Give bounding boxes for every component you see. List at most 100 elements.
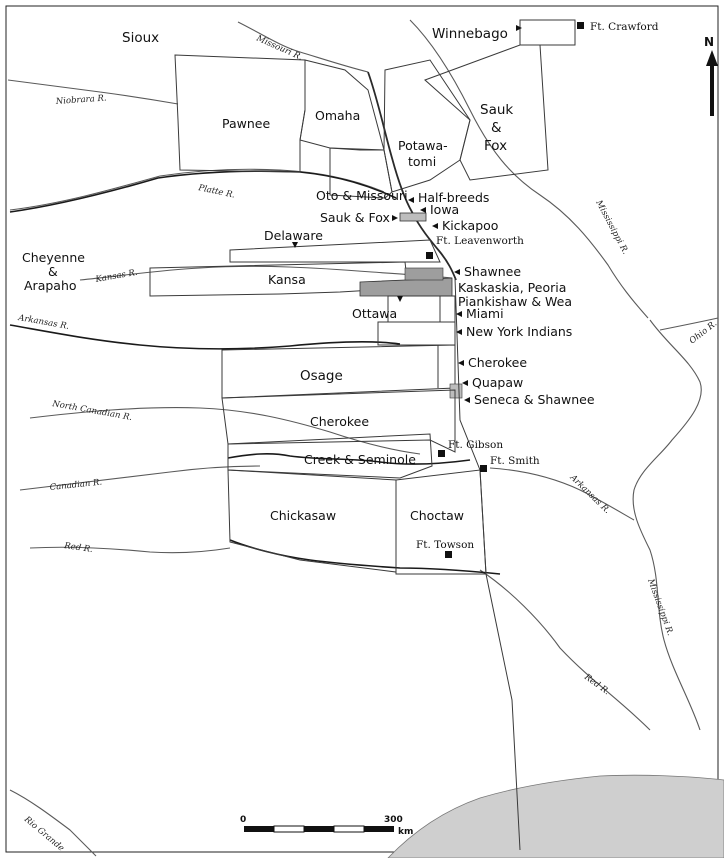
ohio-river bbox=[659, 317, 719, 331]
north-canadian-river bbox=[29, 407, 421, 455]
north-arrow-head bbox=[706, 50, 718, 66]
north-arrow: N bbox=[704, 35, 718, 116]
label-iowa: Iowa bbox=[430, 202, 459, 217]
label-arkansas-west: Arkansas R. bbox=[16, 313, 69, 332]
label-red-river-east: Red R. bbox=[581, 672, 611, 698]
pawnee-territory bbox=[174, 54, 306, 173]
creek-wave bbox=[227, 453, 471, 465]
seneca-pointer bbox=[464, 397, 470, 403]
kansas-river bbox=[79, 265, 453, 281]
missouri-river-main bbox=[367, 71, 457, 281]
label-arkansas-east: Arkansas R. bbox=[567, 472, 612, 516]
scale-segment-2 bbox=[273, 825, 305, 833]
quapaw-strip bbox=[449, 383, 463, 399]
label-cheyenne-3: Arapaho bbox=[24, 278, 77, 293]
label-new-york: New York Indians bbox=[466, 324, 572, 339]
chickasaw-territory bbox=[227, 469, 397, 573]
label-chickasaw: Chickasaw bbox=[270, 508, 336, 523]
niobrara-river bbox=[7, 79, 179, 105]
sauk-fox-strip bbox=[399, 212, 427, 222]
scale-segment-1 bbox=[244, 826, 274, 832]
red-river-west bbox=[29, 546, 231, 554]
label-potawatomi-2: tomi bbox=[408, 154, 436, 169]
label-creek: Creek & Seminole bbox=[304, 452, 416, 467]
fort-leavenworth-marker bbox=[426, 252, 433, 259]
winnebago-pointer bbox=[516, 25, 522, 31]
oto-territory bbox=[329, 147, 393, 199]
label-cheyenne-2: & bbox=[48, 264, 58, 279]
map-frame bbox=[5, 5, 719, 853]
label-piankishaw: Piankishaw & Wea bbox=[458, 294, 572, 309]
scale-segment-3 bbox=[304, 826, 334, 832]
label-canadian-river: Canadian R. bbox=[49, 478, 102, 493]
arkansas-east-river bbox=[489, 467, 635, 521]
omaha-territory bbox=[299, 59, 385, 151]
delaware-territory bbox=[229, 239, 441, 263]
label-rio-grande: Rio Grande bbox=[21, 814, 66, 854]
label-ft-smith: Ft. Smith bbox=[490, 455, 540, 467]
label-winnebago: Winnebago bbox=[432, 26, 508, 42]
new-york-territory bbox=[377, 321, 456, 346]
label-half-breeds: Half-breeds bbox=[418, 190, 489, 205]
ottawa-territory bbox=[387, 295, 456, 323]
label-red-river-west: Red R. bbox=[63, 541, 94, 555]
rio-grande bbox=[9, 789, 97, 857]
label-ft-gibson: Ft. Gibson bbox=[448, 439, 503, 451]
label-cherokee-east: Cherokee bbox=[468, 355, 527, 370]
label-pawnee: Pawnee bbox=[222, 116, 270, 131]
scale-segment-5 bbox=[364, 826, 394, 832]
mississippi-upper bbox=[409, 19, 649, 319]
winnebago-territory bbox=[519, 19, 576, 46]
label-sauk-north-2: & bbox=[491, 120, 502, 136]
delaware-pointer bbox=[292, 242, 298, 248]
ottawa-pointer bbox=[397, 296, 403, 302]
label-miami: Miami bbox=[466, 306, 504, 321]
gulf-water bbox=[387, 774, 724, 858]
fort-crawford-marker bbox=[577, 22, 584, 29]
half-breeds-pointer bbox=[408, 197, 414, 203]
miami-pointer bbox=[456, 311, 462, 317]
shawnee-strip-north bbox=[404, 267, 444, 281]
label-delaware: Delaware bbox=[264, 228, 323, 243]
label-niobrara-river: Niobrara R. bbox=[55, 93, 107, 107]
cherokee-east-pointer bbox=[458, 360, 464, 366]
kansa-territory bbox=[149, 261, 409, 297]
label-ft-crawford: Ft. Crawford bbox=[590, 21, 659, 33]
mississippi-lower bbox=[632, 319, 702, 731]
red-river-east bbox=[479, 569, 651, 731]
scale-unit-label: km bbox=[398, 827, 413, 837]
scale-end-label: 300 bbox=[384, 815, 403, 825]
scale-start-label: 0 bbox=[240, 815, 246, 825]
label-potawatomi-1: Potawa- bbox=[398, 138, 448, 153]
label-choctaw: Choctaw bbox=[410, 508, 464, 523]
label-omaha: Omaha bbox=[315, 108, 360, 123]
label-cheyenne-1: Cheyenne bbox=[22, 250, 85, 265]
label-mississippi-north: Mississippi R. bbox=[593, 198, 630, 256]
potawatomi-territory bbox=[383, 59, 471, 193]
label-sauk-north-1: Sauk bbox=[480, 102, 513, 118]
fort-gibson-marker bbox=[438, 450, 445, 457]
label-ft-leavenworth: Ft. Leavenworth bbox=[436, 235, 524, 247]
arkansas-line bbox=[9, 324, 401, 350]
scale-segment-4 bbox=[333, 825, 365, 833]
label-sauk-fox-south: Sauk & Fox bbox=[320, 210, 390, 225]
new-york-pointer bbox=[456, 329, 462, 335]
scale-bar: 0 300 km bbox=[240, 815, 413, 837]
quapaw-pointer bbox=[462, 380, 468, 386]
label-sauk-north-3: Fox bbox=[484, 138, 507, 154]
platte-line bbox=[9, 170, 397, 213]
missouri-river-upper bbox=[237, 21, 369, 73]
label-oto-missouri: Oto & Missouri bbox=[316, 188, 408, 203]
label-kansas-river: Kansas R. bbox=[94, 268, 139, 285]
label-kickapoo: Kickapoo bbox=[442, 218, 498, 233]
label-north-canadian: North Canadian R. bbox=[50, 399, 132, 423]
iowa-pointer bbox=[420, 207, 426, 213]
cherokee-territory bbox=[221, 389, 456, 453]
north-label: N bbox=[704, 35, 714, 49]
label-kansa: Kansa bbox=[268, 272, 306, 287]
label-seneca: Seneca & Shawnee bbox=[474, 392, 595, 407]
label-ft-towson: Ft. Towson bbox=[416, 539, 474, 551]
fort-smith-marker bbox=[480, 465, 487, 472]
label-platte-river: Platte R. bbox=[196, 183, 235, 201]
